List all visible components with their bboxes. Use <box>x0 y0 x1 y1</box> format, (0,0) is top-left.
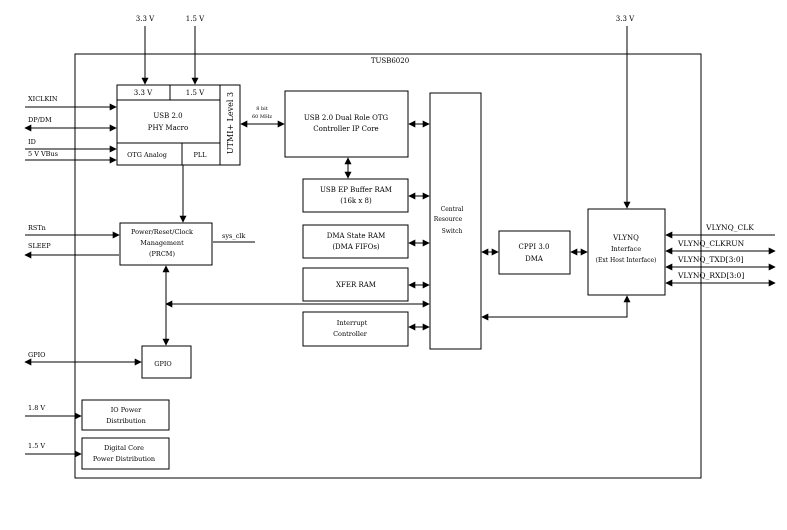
cppi-line2: DMA <box>525 255 544 263</box>
phy-rail-3v3: 3.3 V <box>134 89 153 97</box>
power-label-3v3-left: 3.3 V <box>136 15 155 23</box>
prcm-line2: Management <box>140 239 184 247</box>
signal-rstn: RSTn <box>28 224 46 232</box>
ep-ram-line1: USB EP Buffer RAM <box>320 186 392 194</box>
signal-sleep: SLEEP <box>28 242 51 250</box>
chip-title: TUSB6020 <box>371 57 409 65</box>
io-power-block <box>81 399 170 431</box>
xfer-ram-label: XFER RAM <box>336 281 376 289</box>
phy-title-line1: USB 2.0 <box>153 112 182 120</box>
signal-gpio: GPIO <box>28 351 45 359</box>
otg-core-line2: Controller IP Core <box>313 125 378 133</box>
dma-state-ram-block <box>302 224 409 259</box>
io-power-line2: Distribution <box>106 417 146 425</box>
phy-rail-1v5: 1.5 V <box>186 89 205 97</box>
vlynq-line1: VLYNQ <box>612 234 639 242</box>
crs-vlynq-bus <box>481 295 631 321</box>
ep-buffer-ram-block <box>302 178 409 213</box>
sys-clk-label: sys_clk <box>222 232 245 240</box>
signal-dpdm: DP/DM <box>28 116 52 124</box>
otg-core-block <box>284 90 409 158</box>
core-power-line2: Power Distribution <box>93 455 155 463</box>
bus-width-label: 8 bit <box>256 106 268 112</box>
ep-ram-line2: (16k x 8) <box>340 197 372 205</box>
signal-vlynq-rxd: VLYNQ_RXD[3:0] <box>677 271 744 280</box>
dma-state-line1: DMA State RAM <box>327 232 386 240</box>
signal-xiclkin: XICLKIN <box>28 95 58 103</box>
core-power-line1: Digital Core <box>104 444 144 452</box>
crs-line2: Resource <box>434 216 463 223</box>
dma-state-line2: (DMA FIFOs) <box>332 243 380 251</box>
core-power-block <box>81 437 170 470</box>
bus-freq-label: 60 MHz <box>252 114 272 120</box>
interrupt-controller-block <box>302 311 409 347</box>
signal-1v5: 1.5 V <box>28 442 45 450</box>
interrupt-line2: Controller <box>333 330 368 338</box>
crs-line3: Switch <box>442 228 463 235</box>
vlynq-line3: (Ext Host Interface) <box>596 257 657 264</box>
otg-analog-label: OTG Analog <box>127 151 167 159</box>
power-label-3v3-right: 3.3 V <box>616 15 635 23</box>
interrupt-line1: Interrupt <box>337 319 368 327</box>
signal-vbus: 5 V VBus <box>28 150 58 158</box>
cppi-line1: CPPI 3.0 <box>519 243 550 251</box>
utmi-label: UTMI+ Level 3 <box>226 92 235 154</box>
gpio-block <box>141 345 192 379</box>
xfer-ram-block <box>302 267 409 302</box>
vlynq-line2: Interface <box>611 245 641 253</box>
signal-vlynq-clkrun: VLYNQ_CLKRUN <box>677 239 745 248</box>
power-label-1v5-left: 1.5 V <box>186 15 205 23</box>
otg-core-line1: USB 2.0 Dual Role OTG <box>304 114 389 122</box>
phy-title-line2: PHY Macro <box>148 124 188 132</box>
vlynq-interface-block <box>587 208 666 296</box>
prcm-line3: (PRCM) <box>149 250 175 258</box>
gpio-block-label: GPIO <box>154 360 171 368</box>
signal-vlynq-txd: VLYNQ_TXD[3:0] <box>677 255 744 264</box>
cppi-dma-block <box>498 230 571 275</box>
signal-id: ID <box>28 138 36 146</box>
pll-label: PLL <box>193 151 207 159</box>
prcm-line1: Power/Reset/Clock <box>131 228 193 236</box>
io-power-line1: IO Power <box>111 406 142 414</box>
crs-line1: Central <box>441 206 464 213</box>
prcm-block <box>119 222 213 266</box>
signal-vlynq-clk: VLYNQ_CLK <box>705 223 754 232</box>
central-resource-switch-block <box>429 92 482 350</box>
signal-1v8: 1.8 V <box>28 404 45 412</box>
phy-macro-block: 3.3 V 1.5 V USB 2.0 PHY Macro OTG Analog… <box>116 84 241 166</box>
